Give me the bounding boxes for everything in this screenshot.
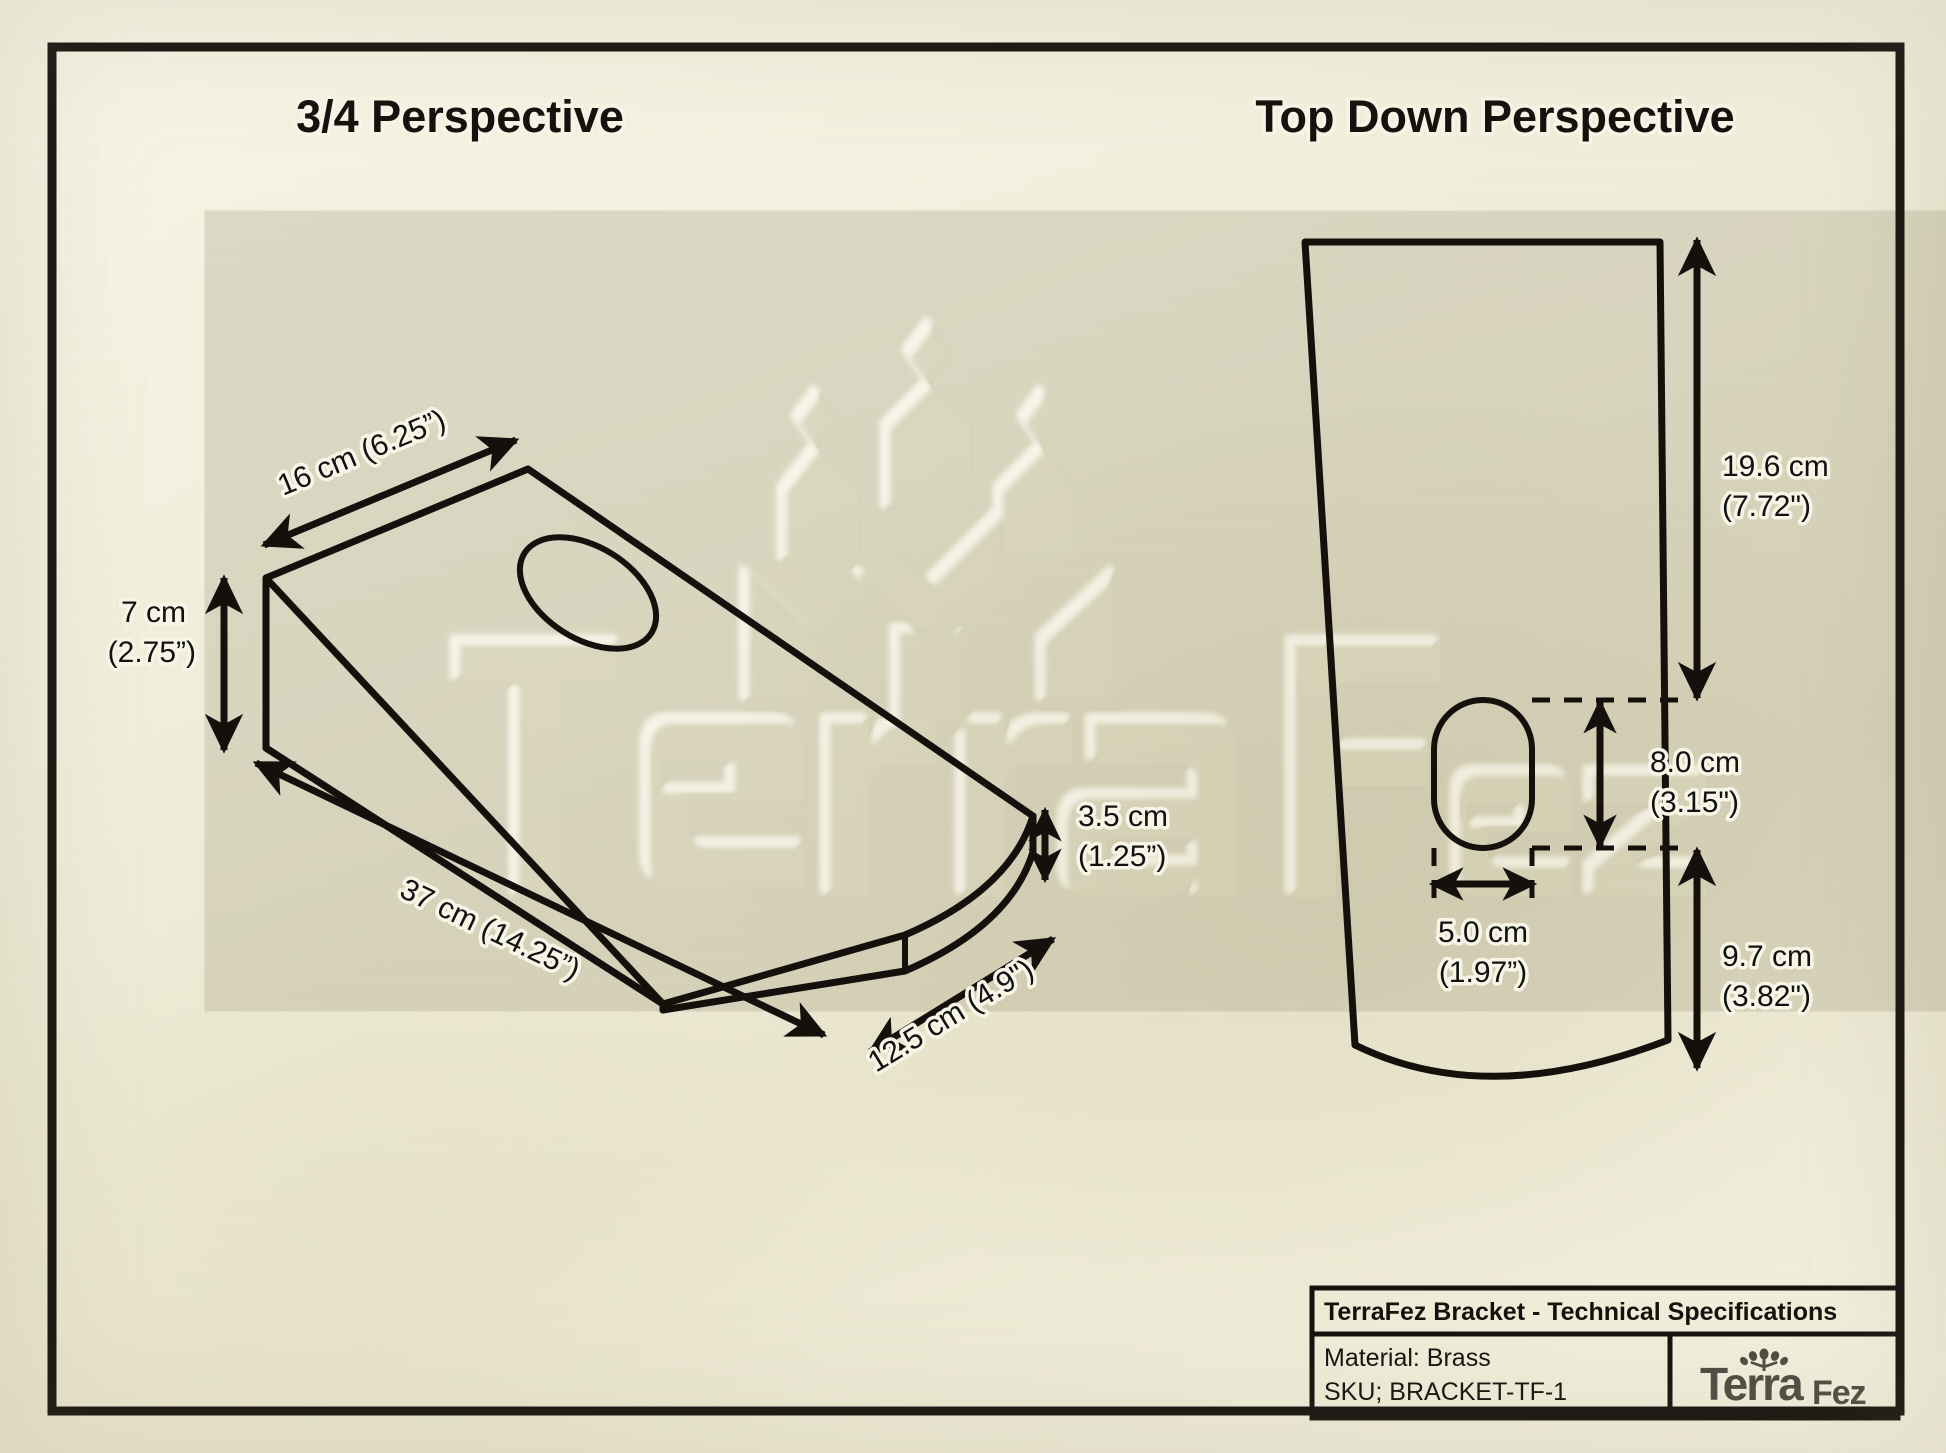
sheet-border	[47, 42, 1905, 1416]
dim-slot-to-bottom: 9.7 cm (3.82")	[1677, 846, 1816, 1072]
bracket-topdown-body	[1301, 238, 1672, 1080]
dim-label-slot-height-inch: (3.15")	[1650, 786, 1739, 819]
dim-label-slot-height: 8.0 cm	[1650, 746, 1740, 779]
logo-text-main: Terra	[1700, 1358, 1804, 1410]
slot-oval-topdown	[1431, 697, 1535, 851]
slot-oval-3d	[516, 534, 660, 652]
logo-text-sub: Fez	[1812, 1374, 1866, 1412]
dim-label-thickness-inch: (1.25”)	[1078, 840, 1166, 873]
dim-label-slot-width: 5.0 cm	[1438, 916, 1528, 949]
dim-label-height-side: 7 cm	[121, 596, 186, 629]
view-title-right: Top Down Perspective	[1255, 91, 1734, 142]
dim-slot-height: 8.0 cm (3.15")	[1583, 698, 1744, 850]
title-block-material: Material: Brass	[1324, 1344, 1491, 1372]
title-block-sku: SKU; BRACKET-TF-1	[1324, 1378, 1567, 1406]
dim-label-slot-to-bottom-inch: (3.82")	[1722, 980, 1811, 1013]
dim-label-top-to-slot: 19.6 cm	[1722, 450, 1829, 483]
dim-depth-front: 12.5 cm (4.9")	[859, 936, 1057, 1082]
dim-slot-width: 5.0 cm (1.97”)	[1428, 867, 1538, 993]
view-title-left: 3/4 Perspective	[296, 91, 624, 142]
dim-label-slot-to-bottom: 9.7 cm	[1722, 940, 1812, 973]
terrafez-logo: Terra Fez	[1700, 1348, 1867, 1412]
dim-label-slot-width-inch: (1.97”)	[1439, 956, 1527, 989]
dim-label-height-side-inch: (2.75”)	[108, 636, 196, 669]
dim-label-width-top: 16 cm (6.25”)	[273, 403, 450, 502]
dim-label-thickness: 3.5 cm	[1078, 800, 1168, 833]
dim-thickness: 3.5 cm (1.25”)	[1028, 797, 1172, 884]
title-block-header: TerraFez Bracket - Technical Specificati…	[1324, 1298, 1837, 1326]
dim-top-to-slot: 19.6 cm (7.72")	[1677, 236, 1832, 702]
title-block: TerraFez Bracket - Technical Specificati…	[1309, 1285, 1901, 1421]
dim-label-top-to-slot-inch: (7.72")	[1722, 490, 1811, 523]
dim-length: 37 cm (14.25”)	[252, 759, 828, 1039]
dim-height-side: 7 cm (2.75”)	[104, 574, 244, 754]
bracket-3d-body	[262, 465, 1037, 1014]
